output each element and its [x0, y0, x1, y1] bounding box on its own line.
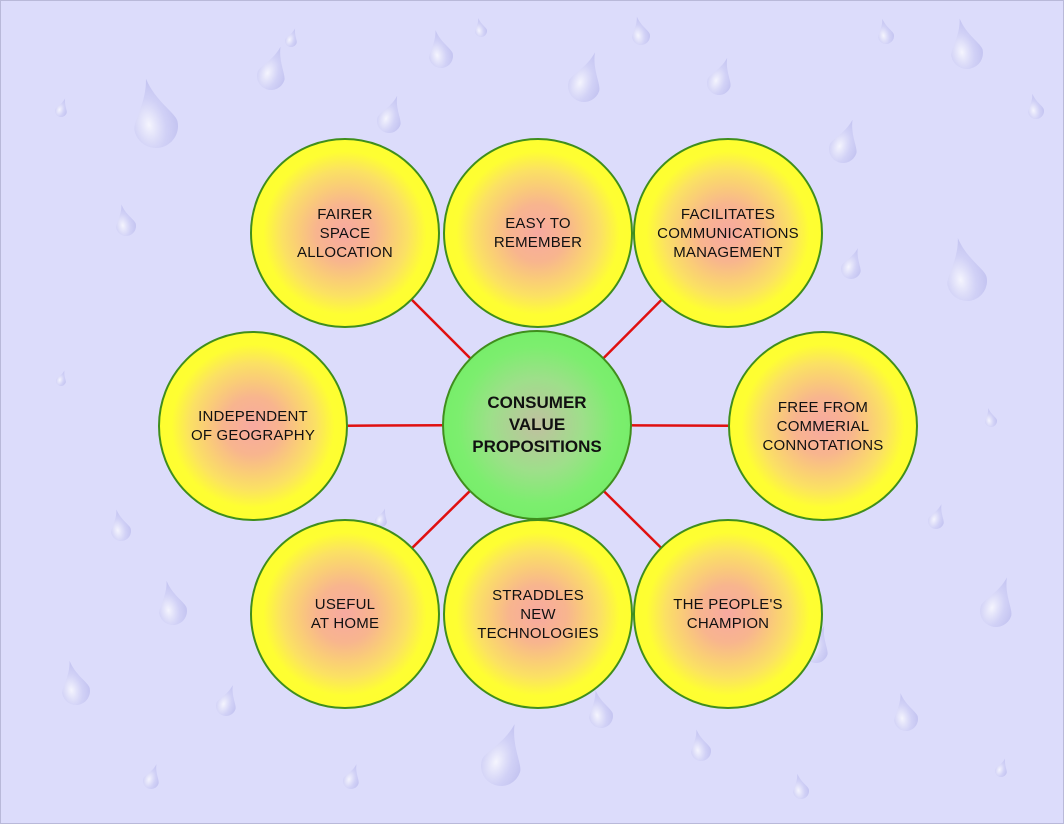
raindrop-shape: [285, 28, 297, 48]
node-label: USEFUL AT HOME: [310, 596, 380, 632]
raindrop-shape: [793, 773, 809, 799]
raindrop-shape: [134, 78, 178, 148]
raindrop-shape: [985, 408, 997, 427]
node-label: INDEPENDENT OF GEOGRAPHY: [190, 408, 316, 444]
raindrop-shape: [475, 18, 487, 37]
node-label: FACILITATES COMMUNICATIONS MANAGEMENT: [657, 205, 799, 261]
node-free-from-commercial-connotations: FREE FROM COMMERIAL CONNOTATIONS: [728, 331, 918, 521]
connector-facilitates-comms: [600, 296, 665, 362]
raindrop-shape: [894, 693, 918, 731]
raindrop-shape: [55, 98, 67, 117]
connector-fairer-space: [408, 296, 474, 362]
connector-useful-home: [409, 487, 473, 552]
raindrop-shape: [841, 248, 861, 279]
connector-peoples-champion: [600, 488, 665, 551]
node-easy-to-remember: EASY TO REMEMBER: [443, 138, 633, 328]
raindrop-shape: [947, 237, 987, 301]
raindrop-shape: [980, 577, 1012, 627]
raindrop-shape: [375, 508, 387, 527]
node-facilitates-communications-management: FACILITATES COMMUNICATIONS MANAGEMENT: [633, 138, 823, 328]
node-fairer-space-allocation: FAIRER SPACE ALLOCATION: [250, 138, 440, 328]
raindrop-shape: [481, 724, 521, 786]
raindrop-shape: [56, 370, 66, 386]
node-straddles-new-technologies: STRADDLES NEW TECHNOLOGIES: [443, 519, 633, 709]
raindrop-shape: [691, 729, 711, 761]
raindrop-shape: [632, 16, 650, 45]
raindrop-shape: [429, 30, 453, 68]
raindrop-shape: [377, 95, 401, 133]
raindrop-shape: [159, 580, 187, 625]
node-independent-of-geography: INDEPENDENT OF GEOGRAPHY: [158, 331, 348, 521]
node-label: FREE FROM COMMERIAL CONNOTATIONS: [762, 398, 884, 454]
raindrop-shape: [143, 764, 159, 789]
raindrop-shape: [257, 46, 285, 91]
node-label: STRADDLES NEW TECHNOLOGIES: [477, 586, 599, 642]
node-label: EASY TO REMEMBER: [493, 215, 583, 251]
raindrop-shape: [1028, 93, 1044, 119]
node-useful-at-home: USEFUL AT HOME: [250, 519, 440, 709]
raindrop-shape: [111, 509, 131, 541]
raindrop-shape: [878, 18, 894, 44]
raindrop-shape: [216, 685, 236, 716]
raindrop-shape: [343, 764, 359, 789]
node-label: FAIRER SPACE ALLOCATION: [297, 205, 393, 261]
raindrop-shape: [995, 758, 1007, 777]
node-label: THE PEOPLE'S CHAMPION: [673, 596, 783, 632]
raindrop-shape: [829, 119, 857, 164]
raindrop-shape: [707, 57, 731, 95]
raindrop-shape: [62, 660, 90, 705]
raindrop-shape: [116, 204, 136, 236]
node-the-peoples-champion: THE PEOPLE'S CHAMPION: [633, 519, 823, 709]
raindrop-shape: [589, 690, 613, 728]
raindrop-shape: [568, 52, 600, 102]
node-consumer-value-propositions: CONSUMER VALUE PROPOSITIONS: [442, 330, 632, 520]
raindrop-shape: [951, 18, 983, 69]
raindrop-shape: [928, 504, 944, 529]
center-label: CONSUMER VALUE PROPOSITIONS: [472, 393, 602, 456]
